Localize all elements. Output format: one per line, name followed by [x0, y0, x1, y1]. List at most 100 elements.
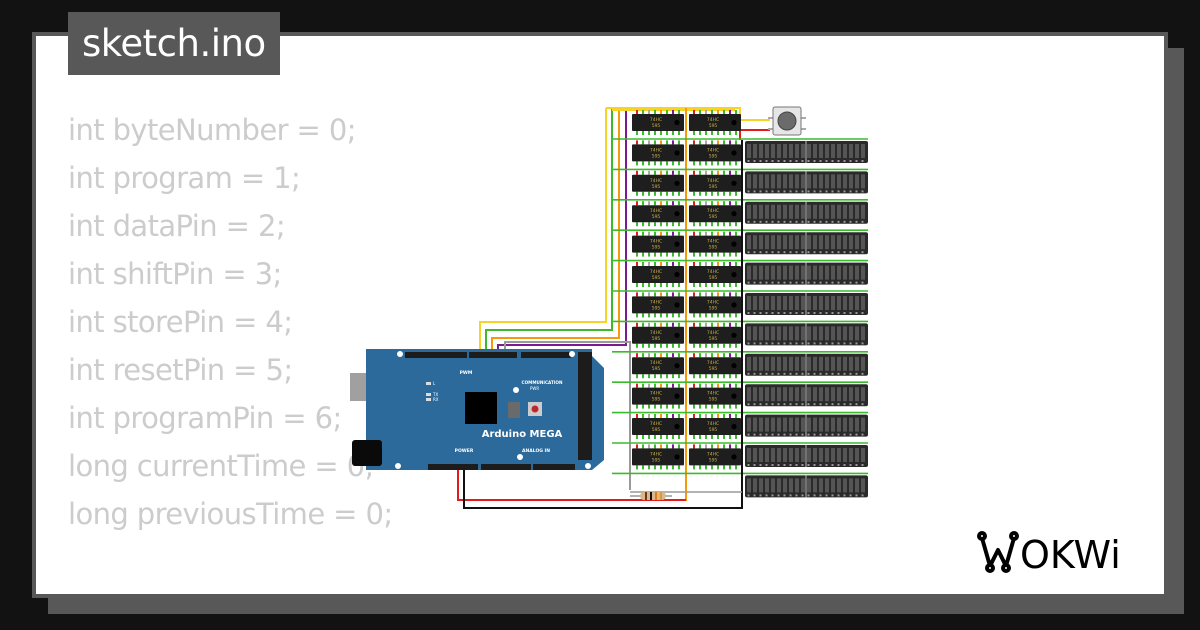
chip-label: 74HC	[650, 239, 662, 245]
chip-label: 595	[709, 457, 718, 463]
header	[469, 352, 517, 358]
chip-label: 595	[709, 305, 718, 311]
mounting-hole	[585, 463, 591, 469]
wire-green	[485, 108, 613, 352]
mcu-chip	[465, 392, 497, 424]
chip-label: 595	[652, 336, 661, 342]
chip-label: 595	[652, 397, 661, 403]
chip-label: 74HC	[650, 391, 662, 397]
code-line: long previousTime = 0;	[68, 497, 393, 531]
chip-label: 74HC	[707, 208, 719, 214]
chip-label: 595	[709, 153, 718, 159]
code-line: int program = 1;	[68, 161, 301, 195]
chip-label: 595	[709, 336, 718, 342]
code-line: int storePin = 4;	[68, 305, 293, 339]
chip-label: 595	[709, 366, 718, 372]
chip-label: 74HC	[707, 117, 719, 123]
led-bar-graph	[745, 293, 868, 315]
code-listing: int byteNumber = 0; int program = 1; int…	[68, 106, 499, 594]
label-l: L	[433, 381, 436, 386]
chip-label: 595	[652, 457, 661, 463]
wire-yellow	[479, 108, 607, 352]
label-analog-in: ANALOG IN	[522, 448, 550, 454]
led-bar-graph	[745, 384, 868, 407]
led-bar-graph	[745, 353, 868, 376]
chip-label: 74HC	[707, 147, 719, 153]
header	[405, 352, 467, 358]
chip-label: 595	[709, 123, 718, 129]
led-l	[426, 382, 431, 385]
chip-label: 74HC	[707, 299, 719, 305]
file-tab[interactable]: sketch.ino	[68, 12, 280, 75]
code-line: int resetPin = 5;	[68, 353, 293, 387]
led-bar-graph	[745, 141, 868, 163]
chip-label: 595	[652, 275, 661, 281]
chip-label: 595	[652, 184, 661, 190]
chip-label: 74HC	[650, 269, 662, 275]
code-line: boolean completeByte[48] = {	[68, 586, 499, 594]
chip-label: 74HC	[650, 330, 662, 336]
code-line: int programPin = 6;	[68, 401, 342, 435]
label-communication: COMMUNICATION	[522, 380, 563, 385]
code-line: int shiftPin = 3;	[68, 257, 282, 291]
code-line: int byteNumber = 0;	[68, 113, 356, 147]
chip-label: 595	[652, 245, 661, 251]
pushbutton	[768, 106, 806, 136]
header	[428, 464, 478, 470]
chip-label: 595	[652, 153, 661, 159]
resistor	[630, 492, 672, 500]
chip-label: 74HC	[650, 451, 662, 457]
wire-orange	[491, 108, 620, 352]
led-bar-graph	[745, 445, 868, 467]
chip-label: 595	[652, 123, 661, 129]
chip-label: 595	[652, 427, 661, 433]
power-jack	[352, 440, 382, 466]
header	[481, 464, 531, 470]
header	[521, 352, 571, 358]
mounting-hole	[513, 387, 519, 393]
chip-label: 595	[709, 245, 718, 251]
chip-label: 74HC	[707, 360, 719, 366]
wire-gray	[504, 341, 631, 490]
mounting-hole	[397, 351, 403, 357]
led-tx	[426, 393, 431, 396]
chip-label: 74HC	[650, 147, 662, 153]
led-rx	[426, 398, 431, 401]
chip-label: 74HC	[650, 178, 662, 184]
label-pwm: PWM	[460, 370, 473, 376]
chip-label: 595	[652, 366, 661, 372]
preview-card: int byteNumber = 0; int program = 1; int…	[32, 32, 1168, 598]
wire-red	[457, 470, 686, 501]
wokwi-logo: OKWi	[977, 531, 1121, 577]
led-bar-graph	[745, 201, 868, 224]
label-power: POWER	[455, 448, 474, 454]
chip-label: 74HC	[707, 178, 719, 184]
chip-label: 74HC	[650, 117, 662, 123]
chip-label: 595	[652, 214, 661, 220]
chip-label: 74HC	[650, 360, 662, 366]
chip-label: 74HC	[650, 421, 662, 427]
label-pwr: PWR	[530, 386, 539, 391]
led-bar-graph	[745, 475, 868, 498]
code-line: int dataPin = 2;	[68, 209, 286, 243]
wire-purple	[497, 108, 627, 352]
chip-label: 595	[709, 184, 718, 190]
